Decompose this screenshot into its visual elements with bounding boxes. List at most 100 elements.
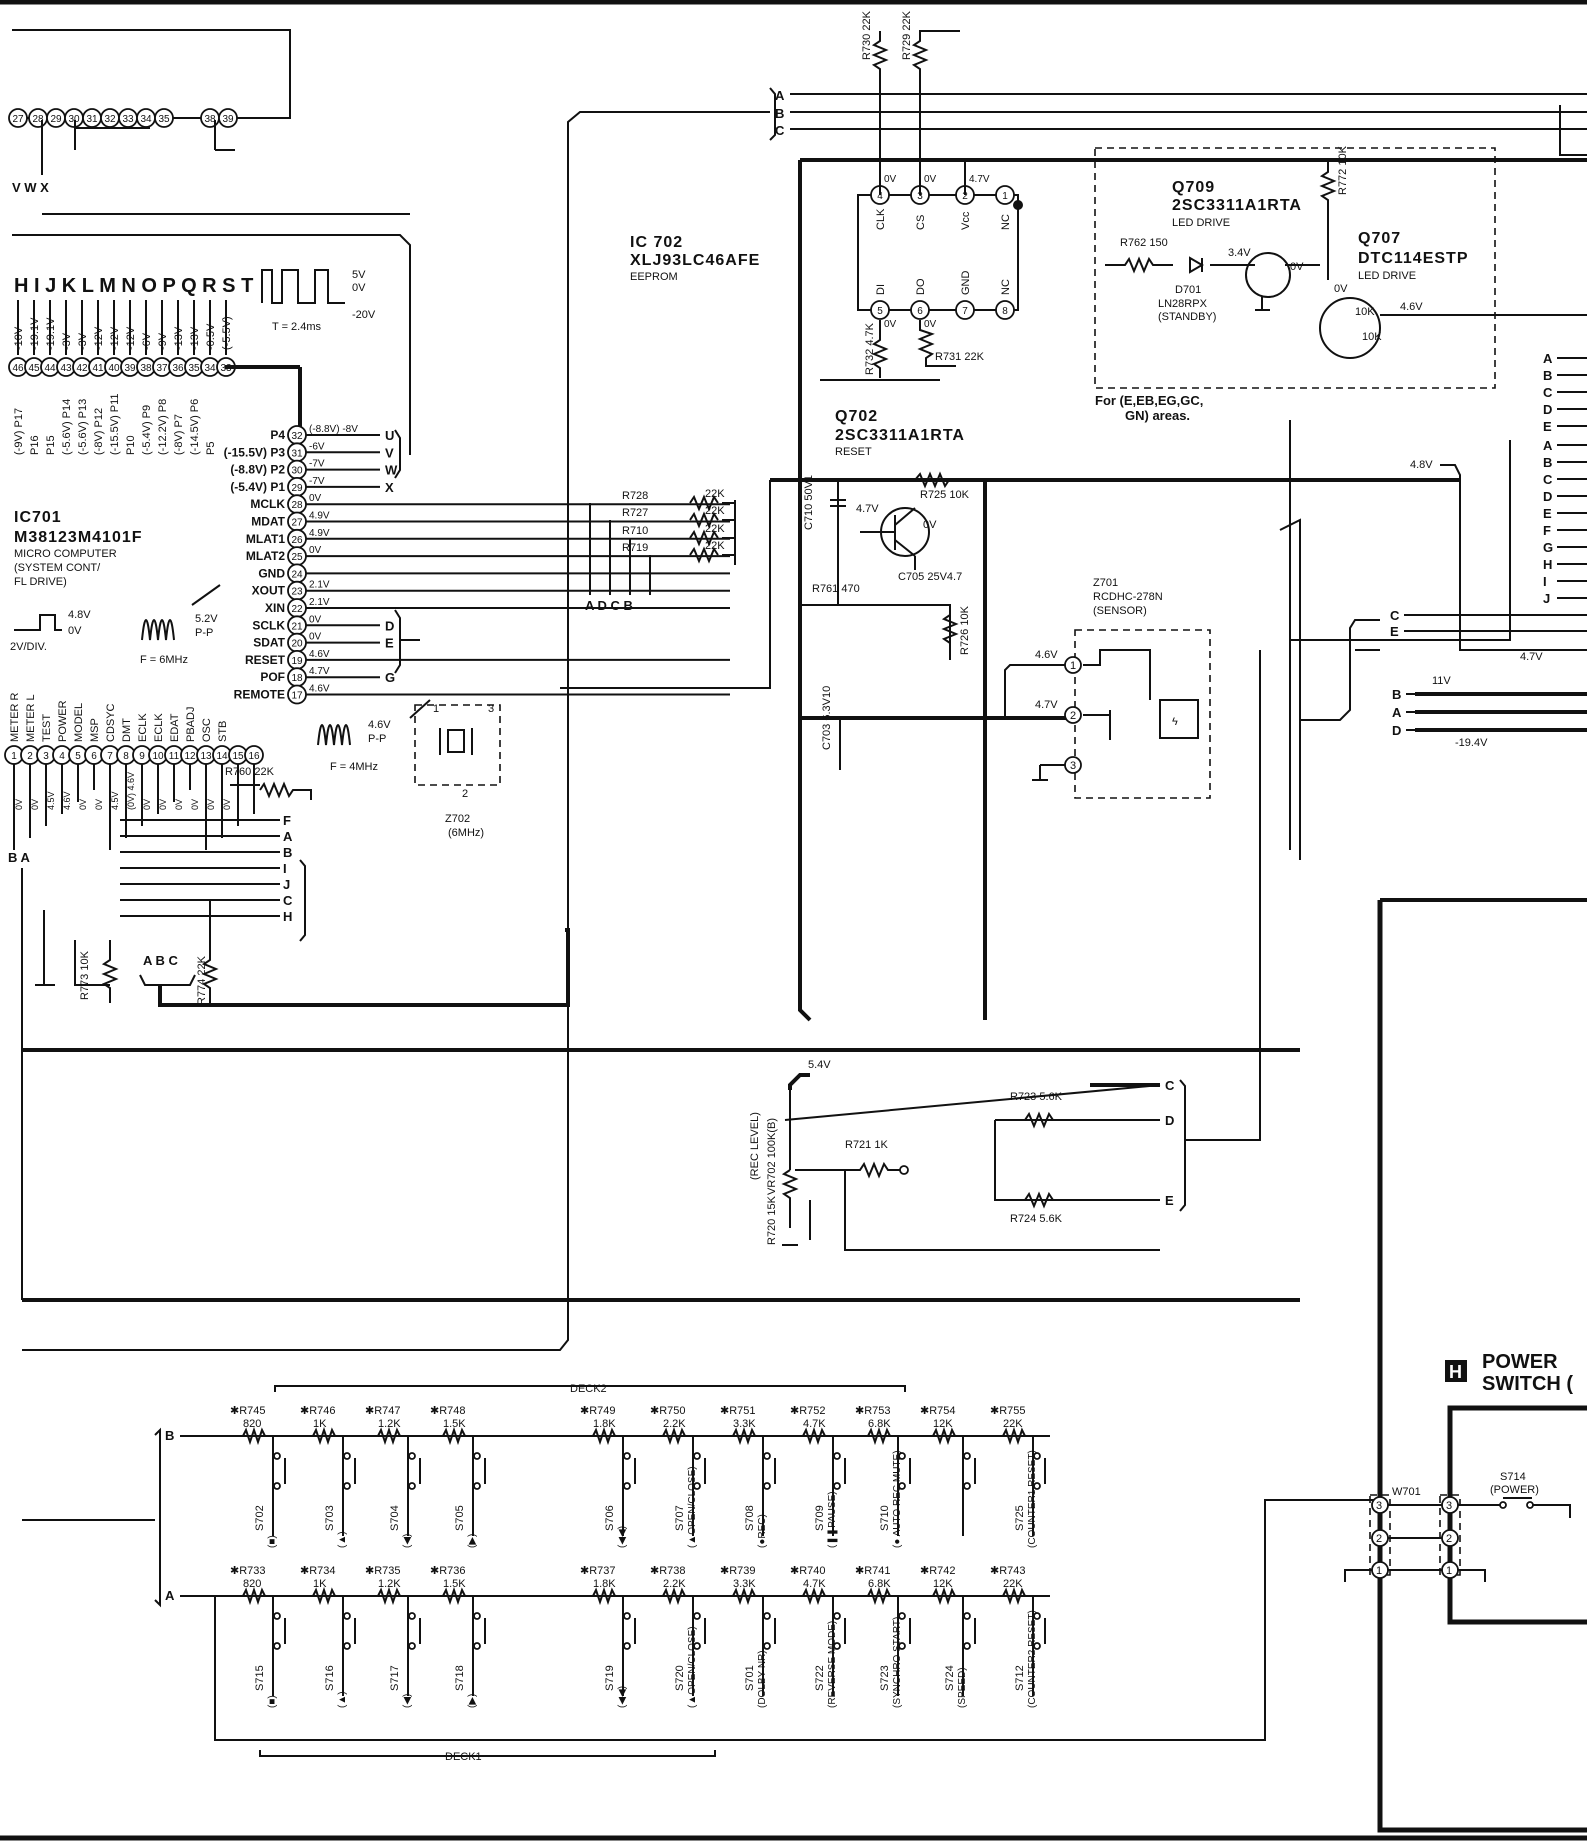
bottom-name-6: CDSYC — [105, 703, 117, 742]
rowa-res-1 — [312, 1586, 336, 1606]
rowa-sw-ref-10: S712 — [1014, 1665, 1026, 1691]
rowa-res-ref-1: ✱R734 — [300, 1565, 336, 1577]
rbus2-G: G — [1543, 540, 1553, 555]
eeprom-pin-6-circle — [910, 300, 930, 320]
rowa-res-ref-8: ✱R741 — [855, 1565, 891, 1577]
eeprom-name-top-0: CLK — [875, 208, 887, 230]
ic701-top-pin-35-num: 35 — [158, 114, 170, 125]
ic701-pin-29-num: 29 — [291, 483, 303, 494]
ic701-desc2: (SYSTEM CONT/ — [14, 562, 101, 574]
rowa-sw-desc-6: (DOLBY NR) — [757, 1650, 768, 1708]
rowa-sw-ref-8: S723 — [879, 1665, 891, 1691]
pin-name-18: POF — [260, 670, 285, 684]
bottom-volt-2: 4.5V — [46, 791, 56, 810]
pin-volt-17: 4.6V — [309, 684, 330, 695]
rowa-sw-c2-0 — [273, 1642, 281, 1650]
bottom-bus-I: I — [283, 861, 287, 876]
rowa-res-8 — [867, 1586, 891, 1606]
rowa-sw-c2-8 — [898, 1642, 906, 1650]
ic701-bottom-pin-9-num: 9 — [139, 751, 145, 762]
seg-name-6: (-15.5V) P11 — [109, 393, 121, 455]
rowb-res-4 — [592, 1426, 616, 1446]
bottom-bus-F: F — [283, 813, 291, 828]
q707-ref: Q707 — [1358, 230, 1401, 247]
eeprom-name-top-1: CS — [915, 215, 927, 230]
rowa-sw-ref-2: S717 — [389, 1665, 401, 1691]
v47b-label: 4.7V — [1520, 651, 1543, 663]
clock-label: F = 6MHz — [140, 654, 188, 666]
rowa-sw-c1-10 — [1033, 1612, 1041, 1620]
rbank-val-1: 22K — [705, 505, 725, 517]
c710-label: C710 50V1 — [803, 475, 815, 530]
z701-p2: 2 — [1070, 710, 1076, 722]
bottom-volt-11: 0V — [190, 799, 200, 810]
eeprom-name-top-3: NC — [1000, 214, 1012, 230]
row-a-bus: A — [165, 1588, 175, 1603]
seg-wave-v1: 5V — [352, 269, 366, 281]
rowa-sw-desc-1: (▲) — [337, 1691, 348, 1708]
rowa-sw-ref-1: S716 — [324, 1665, 336, 1691]
seg-pin-46-num: 46 — [12, 363, 24, 374]
bottom-name-7: DMT — [121, 718, 133, 742]
ic701-desc3: FL DRIVE) — [14, 576, 67, 588]
rowb-res-ref-3: ✱R748 — [430, 1405, 466, 1417]
rowa-res-5 — [662, 1586, 686, 1606]
rowa-res-7 — [802, 1586, 826, 1606]
rowa-res-ref-10: ✱R743 — [990, 1565, 1026, 1577]
ic701-bottom-pin-10-num: 10 — [152, 751, 164, 762]
seg-volt-5: -12V — [93, 326, 105, 350]
rowb-res-val-4: 1.8K — [593, 1418, 616, 1430]
rowb-res-ref-0: ✱R745 — [230, 1405, 266, 1417]
power-title2: SWITCH ( — [1482, 1373, 1573, 1395]
seg-name-12: P5 — [205, 442, 217, 455]
rbus2-I: I — [1543, 574, 1547, 589]
rowb-sw-desc-0: (■) — [267, 1535, 278, 1548]
d701-ref: D701 — [1175, 284, 1201, 296]
z702-crystal: 1 3 2 Z702 (6MHz) 4.6V P-P F = 4MHz — [317, 699, 501, 839]
pin-name-27: MDAT — [251, 515, 285, 529]
seg-pin-43-num: 43 — [60, 363, 72, 374]
w701-pin3b: 3 — [1446, 1500, 1452, 1512]
ic701-bottom-pin-11-num: 11 — [169, 751, 180, 762]
z702-ref: Z702 — [445, 813, 470, 825]
eeprom-pin-7-circle — [955, 300, 975, 320]
d701-part: LN28RPX — [1158, 298, 1208, 310]
ic701-pin-17-num: 17 — [291, 691, 303, 702]
cde-c: C — [1165, 1078, 1175, 1093]
eeprom-vtop-1: 0V — [924, 174, 937, 185]
r773-label: R773 10K — [79, 950, 91, 1000]
rowb-sw-desc-10: (COUNTER1 RESET) — [1027, 1450, 1038, 1548]
bottom-name-0: METER R — [9, 692, 21, 742]
seg-name-11: (-14.5V) P6 — [189, 399, 201, 455]
clock-amp: 5.2V — [195, 613, 218, 625]
bottom-name-8: ECLK — [137, 713, 149, 742]
rowa-res-val-2: 1.2K — [378, 1578, 401, 1590]
ic701-bottom-pin-13-num: 13 — [200, 751, 212, 762]
rowb-res-ref-1: ✱R746 — [300, 1405, 336, 1417]
vr702-label: (REC LEVEL) — [749, 1112, 761, 1180]
rowb-sw-c1-0 — [273, 1452, 281, 1460]
rowa-sw-c2-5 — [693, 1642, 701, 1650]
rowb-sw-ref-1: S703 — [324, 1505, 336, 1531]
ic701-pin-28-num: 28 — [291, 500, 303, 511]
seg-name-4: (-5.6V) P13 — [77, 399, 89, 455]
w701-pin1a: 1 — [1376, 1565, 1382, 1577]
ic701-top-pin-28-num: 28 — [32, 114, 44, 125]
q709-part: 2SC3311A1RTA — [1172, 197, 1302, 214]
eeprom-name-bot-1: DO — [915, 278, 927, 295]
ic701-top-pin-31-num: 31 — [86, 114, 98, 125]
pin-volt-18: 4.7V — [309, 666, 330, 677]
rowb-sw-ref-10: S725 — [1014, 1505, 1026, 1531]
pin-bus-29: X — [385, 480, 394, 495]
bottom-volt-7: (0V) 4.6V — [126, 772, 136, 810]
eeprom-pin-3-num: 3 — [917, 191, 923, 202]
rowa-res-4 — [592, 1586, 616, 1606]
pin-volt-28: 0V — [309, 493, 322, 504]
rowb-res-val-10: 22K — [1003, 1418, 1023, 1430]
ic701-pin-24-num: 24 — [291, 569, 303, 580]
pin-bus-32: U — [385, 428, 394, 443]
pin-volt-27: 4.9V — [309, 511, 330, 522]
bottom-volt-8: 0V — [142, 799, 152, 810]
